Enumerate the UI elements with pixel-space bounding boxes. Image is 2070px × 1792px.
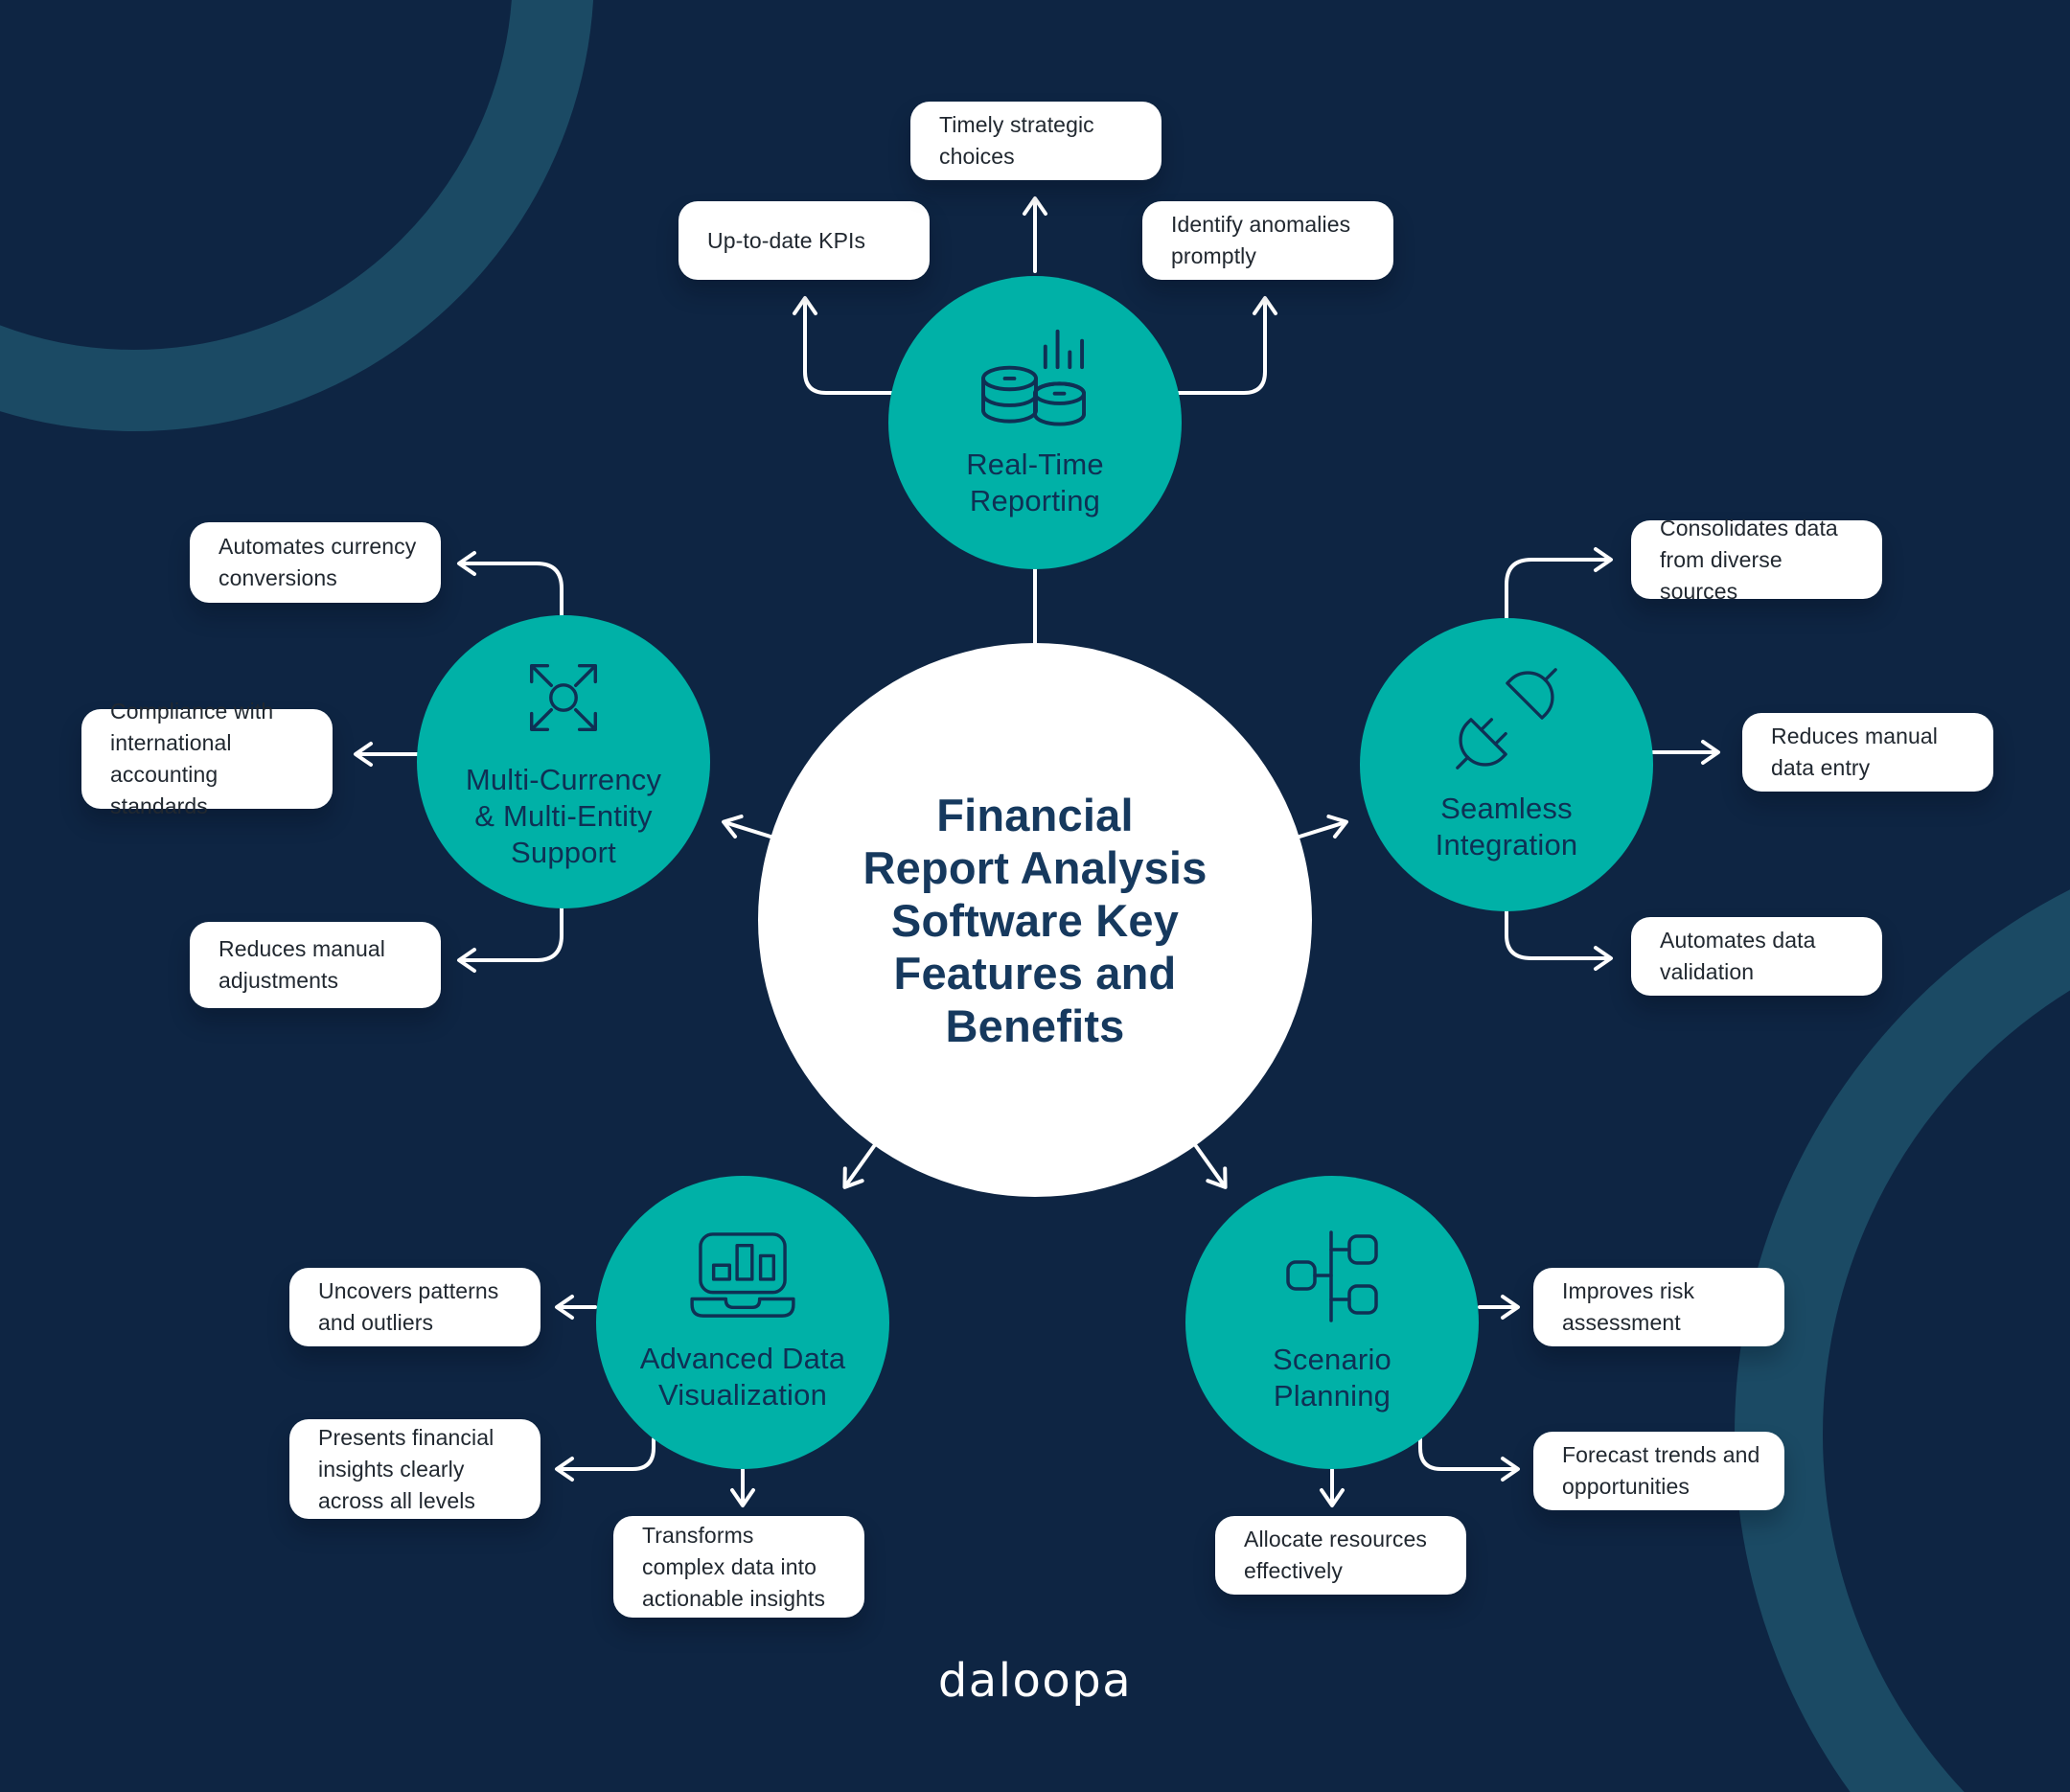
connector-scenario-to-forecast xyxy=(1418,1437,1520,1482)
benefit-box-presents-insights: Presents financial insights clearly acro… xyxy=(289,1419,540,1519)
benefit-box-timely-strategic-choices: Timely strategic choices xyxy=(910,102,1162,180)
benefit-box-compliance-standards: Compliance with international accounting… xyxy=(81,699,333,818)
brand-logo: daloopa xyxy=(937,1654,1133,1708)
benefit-box-allocate-resources: Allocate resources effectively xyxy=(1215,1516,1466,1595)
node-label: Advanced Data Visualization xyxy=(639,1342,846,1412)
benefit-text: Up-to-date KPIs xyxy=(707,227,866,253)
benefit-box-reduces-manual-data-entry: Reduces manual data entry xyxy=(1742,713,1993,792)
node-scenario-planning: Scenario Planning xyxy=(1185,1176,1479,1469)
benefit-box-identify-anomalies: Identify anomalies promptly xyxy=(1142,201,1393,280)
node-seamless-integration: Seamless Integration xyxy=(1360,618,1653,911)
benefit-text: Presents financial insights clearly acro… xyxy=(318,1424,494,1513)
benefit-box-consolidates-data: Consolidates data from diverse sources xyxy=(1631,516,1882,604)
coin-stacks-bar-chart-icon xyxy=(979,326,1091,427)
benefit-box-reduces-manual-adjustments: Reduces manual adjustments xyxy=(190,922,441,1008)
connector-center-to-visualization xyxy=(842,1144,876,1189)
node-label: Seamless Integration xyxy=(1435,792,1578,862)
connector-realtime-to-anomalies xyxy=(1177,296,1277,395)
benefit-box-transforms-complex-data: Transforms complex data into actionable … xyxy=(613,1516,864,1618)
benefit-text: Improves risk assessment xyxy=(1562,1278,1695,1335)
connector-integration-to-consolidates xyxy=(1505,547,1613,621)
connector-realtime-to-kpis xyxy=(793,296,893,395)
node-label: Real-Time Reporting xyxy=(966,448,1104,517)
benefit-text: Forecast trends and opportunities xyxy=(1562,1442,1760,1499)
benefit-box-automates-currency-conversions: Automates currency conversions xyxy=(190,522,441,603)
node-advanced-data-visualization: Advanced Data Visualization xyxy=(596,1176,889,1469)
benefit-box-forecast-trends: Forecast trends and opportunities xyxy=(1533,1432,1784,1510)
connector-center-to-scenario xyxy=(1194,1144,1228,1189)
benefit-text: Compliance with international accounting… xyxy=(110,699,274,818)
benefit-text: Consolidates data from diverse sources xyxy=(1660,515,1838,604)
benefit-box-improves-risk-assessment: Improves risk assessment xyxy=(1533,1268,1784,1346)
node-label: Multi-Currency & Multi-Entity Support xyxy=(465,763,662,869)
benefit-text: Reduces manual data entry xyxy=(1771,724,1939,780)
benefit-box-up-to-date-kpis: Up-to-date KPIs xyxy=(678,201,930,280)
connector-visualization-to-presents xyxy=(555,1437,656,1482)
connector-multicurrency-to-conversions xyxy=(457,551,564,618)
benefit-text: Identify anomalies promptly xyxy=(1171,212,1351,268)
node-multi-currency-support: Multi-Currency & Multi-Entity Support xyxy=(417,615,710,908)
expand-arrows-icon xyxy=(518,653,609,743)
laptop-chart-icon xyxy=(690,1231,795,1321)
benefit-text: Automates currency conversions xyxy=(218,534,417,590)
connector-center-to-integration xyxy=(1298,814,1348,839)
benefit-text: Automates data validation xyxy=(1660,928,1816,984)
connector-integration-to-validation xyxy=(1505,908,1613,971)
benefit-text: Allocate resources effectively xyxy=(1244,1527,1427,1583)
plug-connection-icon xyxy=(1454,666,1559,771)
benefit-box-automates-data-validation: Automates data validation xyxy=(1631,917,1882,996)
node-real-time-reporting: Real-Time Reporting xyxy=(888,276,1182,569)
benefit-text: Transforms complex data into actionable … xyxy=(642,1522,826,1611)
connector-multicurrency-to-adjustments xyxy=(457,906,564,973)
connector-center-to-multicurrency xyxy=(722,814,772,839)
benefit-box-uncovers-patterns: Uncovers patterns and outliers xyxy=(289,1268,540,1346)
decision-tree-icon xyxy=(1286,1230,1378,1322)
benefit-text: Timely strategic choices xyxy=(939,112,1094,169)
diagram-title: Financial Report Analysis Software Key F… xyxy=(862,789,1208,1051)
center-node: Financial Report Analysis Software Key F… xyxy=(758,643,1312,1197)
node-label: Scenario Planning xyxy=(1273,1343,1392,1413)
benefit-text: Uncovers patterns and outliers xyxy=(318,1278,499,1335)
benefit-text: Reduces manual adjustments xyxy=(218,936,386,993)
